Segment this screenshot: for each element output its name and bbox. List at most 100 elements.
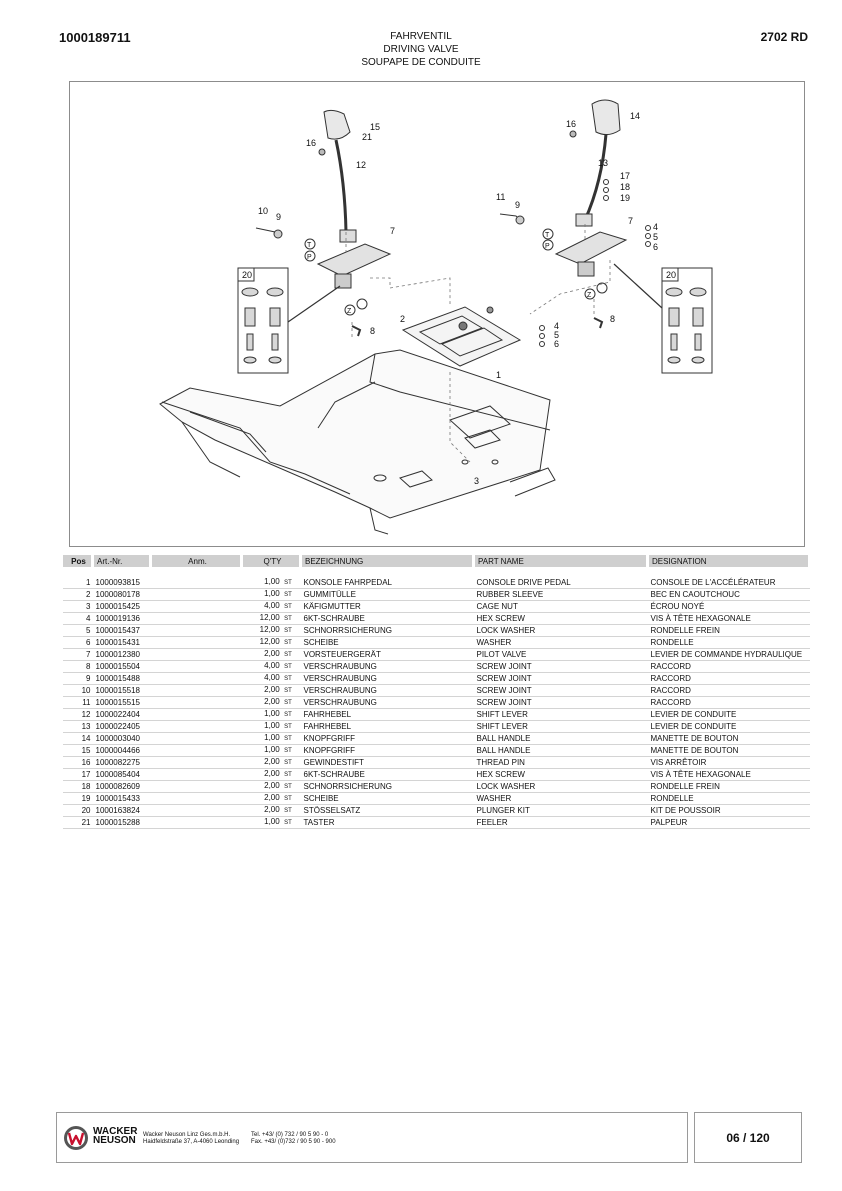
- table-spacer-row: [63, 567, 810, 577]
- cell-art-nr: 1000082609: [92, 780, 151, 793]
- cell-art-nr: 1000015288: [92, 816, 151, 829]
- qty-unit: ST: [284, 652, 292, 658]
- svg-text:P: P: [545, 243, 550, 250]
- qty-value: 4,00: [264, 601, 280, 610]
- cell-pos: 4: [63, 612, 93, 625]
- company-address: Wacker Neuson Linz Ges.m.b.H. Haidfeldst…: [143, 1132, 239, 1146]
- qty-value: 2,00: [264, 781, 280, 790]
- cell-qty: 1,00 ST: [241, 816, 301, 829]
- exploded-view-drawing: 2 1 3 4 5 6 7 7 8 8 9 9 10 11 12 13 14 1…: [69, 81, 805, 547]
- company-contact: Tel. +43/ (0) 732 / 90 5 90 - 0 Fax. +43…: [251, 1132, 336, 1146]
- cell-part-name: CAGE NUT: [473, 600, 648, 613]
- cell-bezeichnung: VERSCHRAUBUNG: [300, 684, 474, 697]
- cell-pos: 6: [63, 636, 93, 649]
- qty-unit: ST: [284, 604, 292, 610]
- cell-anm: [150, 708, 242, 721]
- cell-pos: 1: [63, 577, 93, 589]
- cell-pos: 3: [63, 600, 93, 613]
- svg-text:8: 8: [370, 326, 375, 336]
- cell-bezeichnung: VERSCHRAUBUNG: [300, 660, 474, 673]
- cell-bezeichnung: 6KT-SCHRAUBE: [300, 612, 474, 625]
- cell-part-name: LOCK WASHER: [473, 780, 648, 793]
- cell-designation: RACCORD: [647, 660, 810, 673]
- company-name: Wacker Neuson Linz Ges.m.b.H.: [143, 1132, 231, 1138]
- cell-part-name: WASHER: [473, 792, 648, 805]
- cell-part-name: BALL HANDLE: [473, 744, 648, 757]
- qty-value: 1,00: [264, 577, 280, 586]
- qty-value: 1,00: [264, 709, 280, 718]
- cell-art-nr: 1000019136: [92, 612, 151, 625]
- svg-text:T: T: [545, 232, 550, 239]
- qty-value: 2,00: [264, 805, 280, 814]
- cell-qty: 2,00 ST: [241, 756, 301, 769]
- qty-value: 2,00: [264, 793, 280, 802]
- cell-part-name: HEX SCREW: [473, 768, 648, 781]
- cell-designation: RONDELLE FREIN: [647, 780, 810, 793]
- qty-value: 1,00: [264, 589, 280, 598]
- svg-text:20: 20: [242, 270, 252, 280]
- cell-designation: PALPEUR: [647, 816, 810, 829]
- title-french: SOUPAPE DE CONDUITE: [361, 57, 481, 68]
- company-street: Haidfeldstraße 37, A-4060 Leonding: [143, 1139, 240, 1145]
- qty-unit: ST: [284, 796, 292, 802]
- cell-art-nr: 1000163824: [92, 804, 151, 817]
- svg-text:20: 20: [666, 270, 676, 280]
- cell-pos: 16: [63, 756, 93, 769]
- cell-pos: 20: [63, 804, 93, 817]
- svg-text:Z: Z: [347, 308, 352, 315]
- cell-anm: [150, 744, 242, 757]
- cell-part-name: FEELER: [473, 816, 648, 829]
- cell-art-nr: 1000022405: [92, 720, 151, 733]
- title-german: FAHRVENTIL: [390, 31, 452, 42]
- cell-pos: 15: [63, 744, 93, 757]
- cell-pos: 7: [63, 648, 93, 661]
- brand-line-1: WACKER: [93, 1126, 138, 1137]
- cell-bezeichnung: TASTER: [300, 816, 474, 829]
- cell-part-name: PILOT VALVE: [473, 648, 648, 661]
- qty-value: 12,00: [259, 613, 280, 622]
- cell-bezeichnung: 6KT-SCHRAUBE: [300, 768, 474, 781]
- cell-art-nr: 1000015437: [92, 624, 151, 637]
- footer: WACKER NEUSON Wacker Neuson Linz Ges.m.b…: [56, 1112, 688, 1163]
- cell-art-nr: 1000015515: [92, 696, 151, 709]
- cell-part-name: HEX SCREW: [473, 612, 648, 625]
- cell-bezeichnung: VERSCHRAUBUNG: [300, 672, 474, 685]
- cell-designation: RONDELLE: [647, 792, 810, 805]
- cell-pos: 19: [63, 792, 93, 805]
- cell-art-nr: 1000015433: [92, 792, 151, 805]
- cell-designation: VIS À TÊTE HEXAGONALE: [647, 612, 810, 625]
- cell-designation: MANETTE DE BOUTON: [647, 732, 810, 745]
- svg-text:P: P: [307, 254, 312, 261]
- doc-number: 1000189711: [59, 30, 131, 45]
- svg-text:12: 12: [356, 160, 366, 170]
- cell-bezeichnung: FAHRHEBEL: [300, 708, 474, 721]
- cell-pos: 2: [63, 588, 93, 601]
- cell-pos: 10: [63, 684, 93, 697]
- svg-text:9: 9: [276, 212, 281, 222]
- cell-art-nr: 1000015518: [92, 684, 151, 697]
- header-anm: Anm.: [150, 555, 243, 567]
- cell-art-nr: 1000012380: [92, 648, 151, 661]
- parts-table-header: Pos Art.-Nr. Anm. Q'TY BEZEICHNUNG PART …: [63, 555, 811, 567]
- cell-part-name: RUBBER SLEEVE: [473, 588, 648, 601]
- cell-designation: RACCORD: [647, 696, 810, 709]
- cell-qty: 2,00 ST: [241, 804, 301, 817]
- cell-bezeichnung: SCHNORRSICHERUNG: [300, 624, 474, 637]
- qty-value: 4,00: [264, 661, 280, 670]
- cell-qty: 1,00 ST: [241, 744, 301, 757]
- cell-pos: 21: [63, 816, 93, 829]
- cell-qty: 1,00 ST: [241, 732, 301, 745]
- cell-bezeichnung: FAHRHEBEL: [300, 720, 474, 733]
- cell-art-nr: 1000003040: [92, 732, 151, 745]
- cell-designation: VIS ARRÊTOIR: [647, 756, 810, 769]
- cell-bezeichnung: GUMMITÜLLE: [300, 588, 474, 601]
